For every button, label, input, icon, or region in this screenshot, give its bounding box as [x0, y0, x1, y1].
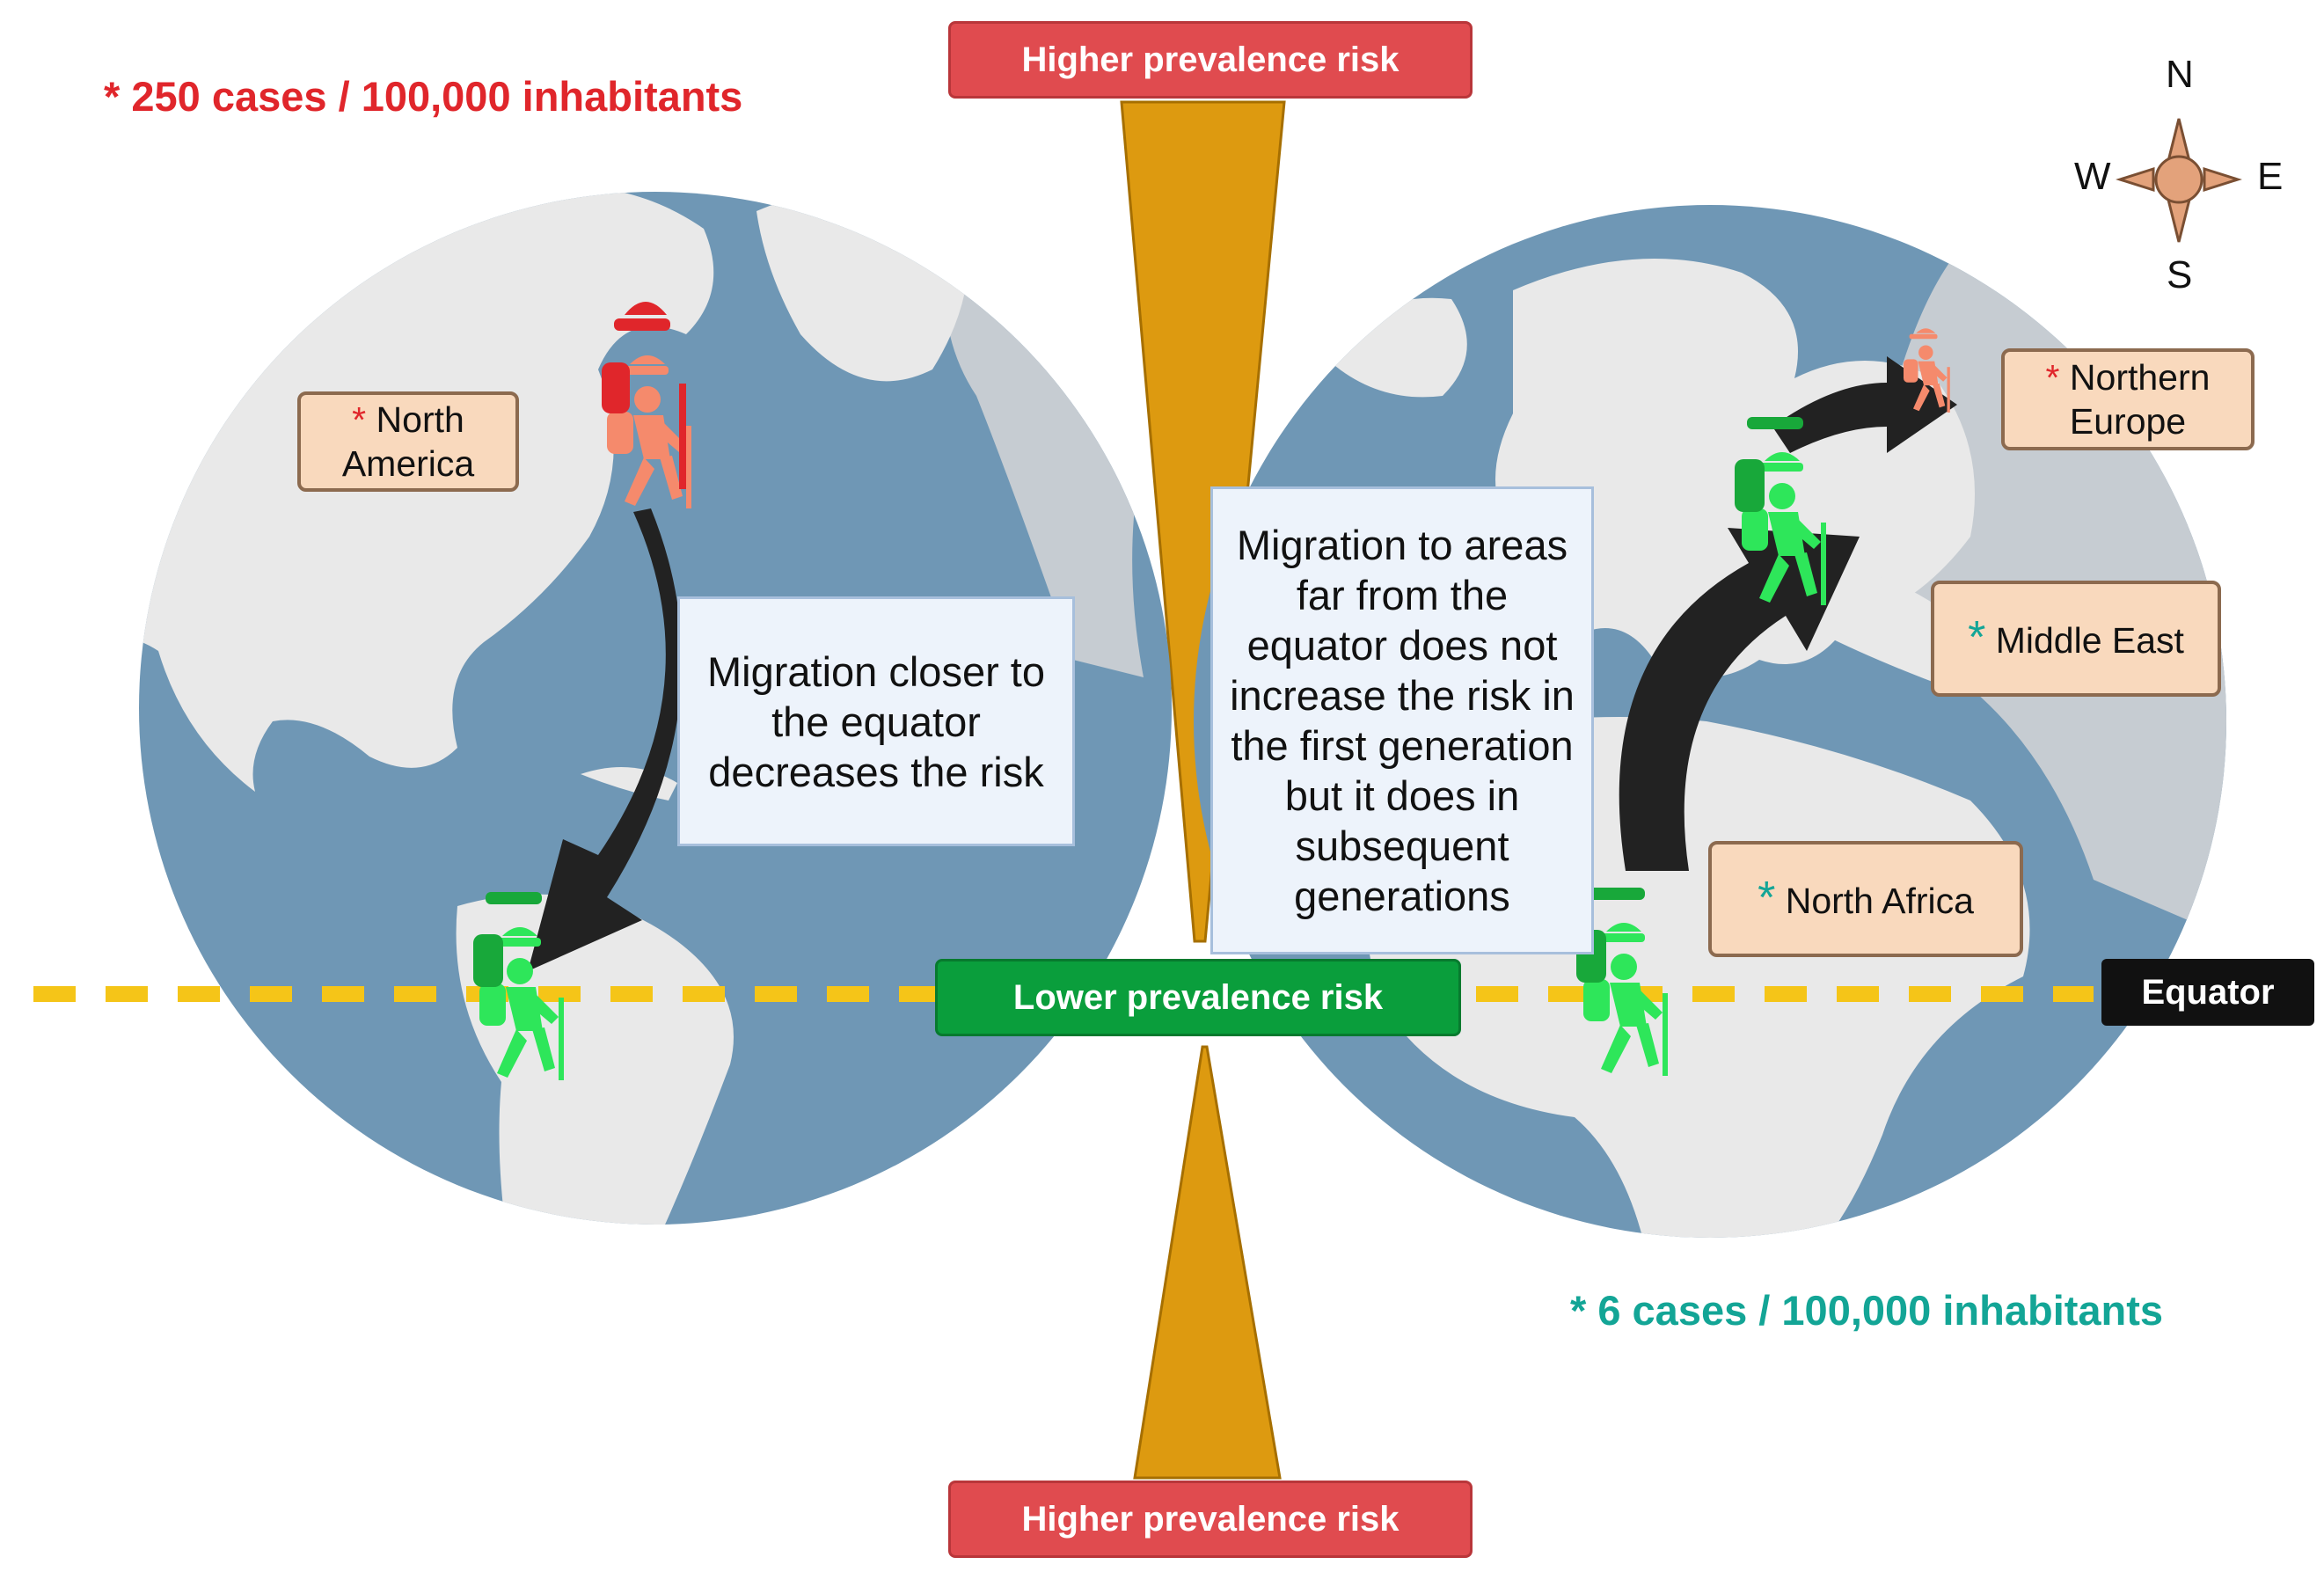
arrow-icon — [528, 508, 683, 971]
note-migration-closer: Migration closer to the equator decrease… — [677, 596, 1075, 846]
compass-east: E — [2257, 155, 2284, 198]
region-label: North America — [341, 399, 475, 484]
region-north-america: * North America — [297, 391, 519, 492]
stat-low-prevalence: * 6 cases / 100,000 inhabitants — [1570, 1287, 2164, 1334]
compass-south: S — [2167, 253, 2193, 296]
region-label: Northern Europe — [2069, 357, 2211, 442]
region-north-africa: * North Africa — [1708, 841, 2023, 957]
higher-risk-label-top: Higher prevalence risk — [948, 21, 1473, 99]
stat-high-prevalence: * 250 cases / 100,000 inhabitants — [104, 73, 743, 120]
lower-risk-label: Lower prevalence risk — [935, 959, 1461, 1036]
arrow-icon — [1619, 528, 1860, 871]
compass-west: W — [2074, 155, 2111, 198]
risk-marker: * — [2045, 357, 2060, 398]
risk-gradient-bar-bottom — [1133, 1045, 1282, 1480]
risk-marker: * — [352, 399, 367, 440]
hiker-icon — [473, 892, 542, 987]
risk-marker: * — [1968, 611, 1986, 663]
region-label: North Africa — [1785, 880, 1974, 921]
region-label: Middle East — [1995, 619, 2184, 661]
risk-marker: * — [1758, 872, 1776, 924]
hiker-icon — [602, 302, 686, 489]
equator-label: Equator — [2101, 959, 2314, 1026]
compass-rose-icon — [2116, 118, 2242, 243]
compass-north: N — [2166, 53, 2194, 96]
risk-gradient-bar-top — [1120, 100, 1286, 943]
region-northern-europe: * Northern Europe — [2001, 348, 2255, 450]
region-middle-east: * Middle East — [1931, 581, 2221, 697]
hiker-icon — [1735, 417, 1803, 512]
higher-risk-label-bottom: Higher prevalence risk — [948, 1481, 1473, 1558]
note-migration-far: Migration to areas far from the equator … — [1210, 486, 1594, 954]
